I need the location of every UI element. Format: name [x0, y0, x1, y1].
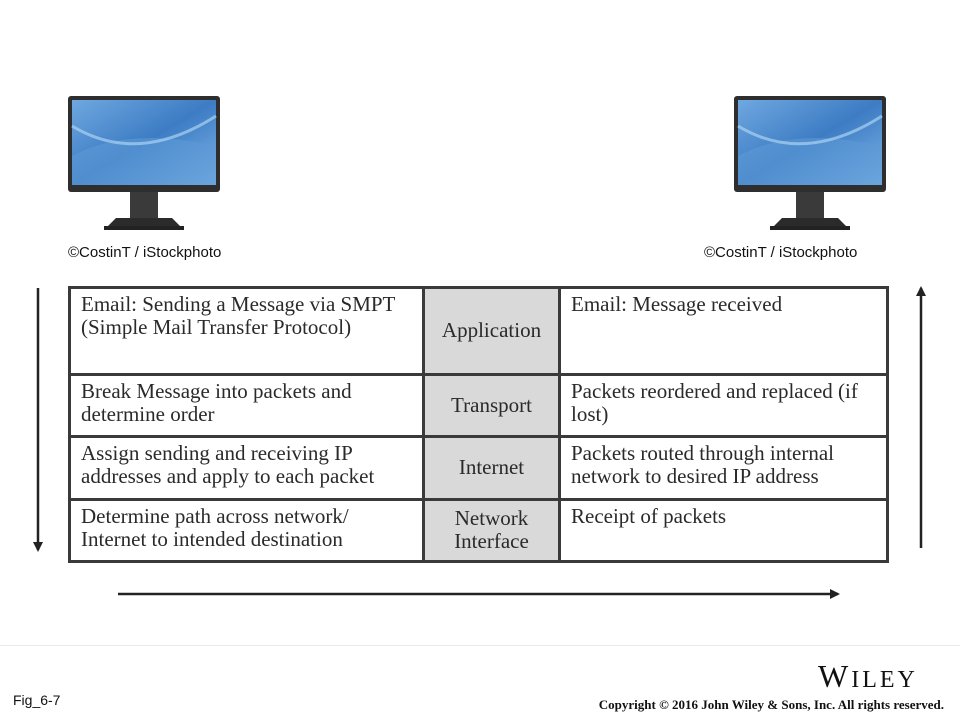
- wiley-logo: WILEY: [818, 658, 918, 694]
- copyright-notice: Copyright © 2016 John Wiley & Sons, Inc.…: [598, 697, 944, 712]
- sender-step-cell: Email: Sending a Message via SMPT (Simpl…: [68, 286, 425, 376]
- receiver-step-cell: Packets routed through internal network …: [558, 435, 889, 501]
- table-row: Assign sending and receiving IP addresse…: [68, 435, 889, 501]
- sender-step-cell: Determine path across network/ Internet …: [68, 497, 425, 564]
- table-row: Determine path across network/ Internet …: [68, 497, 889, 564]
- layer-name-cell: Transport: [422, 372, 561, 439]
- receiver-step-cell: Packets reordered and replaced (if lost): [558, 372, 889, 439]
- table-row: Email: Sending a Message via SMPT (Simpl…: [68, 286, 889, 376]
- footer-divider: [0, 645, 960, 646]
- right-photo-credit: ©CostinT / iStockphoto: [704, 244, 858, 261]
- protocol-layer-table: Email: Sending a Message via SMPT (Simpl…: [68, 286, 889, 564]
- layer-name-cell: Application: [422, 286, 561, 376]
- layer-name-cell: Network Interface: [422, 497, 561, 564]
- sender-step-cell: Assign sending and receiving IP addresse…: [68, 435, 425, 501]
- figure-label: Fig_6-7: [13, 692, 61, 708]
- receiver-monitor-image: [734, 96, 886, 230]
- left-photo-credit: ©CostinT / iStockphoto: [68, 244, 222, 261]
- receiver-step-cell: Receipt of packets: [558, 497, 889, 564]
- receiver-step-cell: Email: Message received: [558, 286, 889, 376]
- sender-monitor-image: [68, 96, 220, 230]
- sender-step-cell: Break Message into packets and determine…: [68, 372, 425, 439]
- table-row: Break Message into packets and determine…: [68, 372, 889, 439]
- layer-name-cell: Internet: [422, 435, 561, 501]
